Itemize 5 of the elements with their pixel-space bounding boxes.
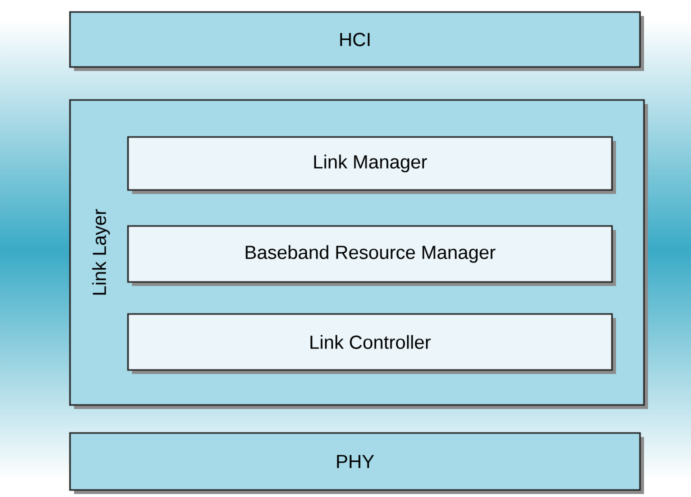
- layer-box: Link Controller: [127, 313, 616, 374]
- layer-box: Link Manager: [127, 136, 616, 194]
- layer-box: PHY: [69, 432, 644, 494]
- layer-box: HCI: [69, 11, 644, 71]
- layer-box: Baseband Resource Manager: [127, 225, 616, 286]
